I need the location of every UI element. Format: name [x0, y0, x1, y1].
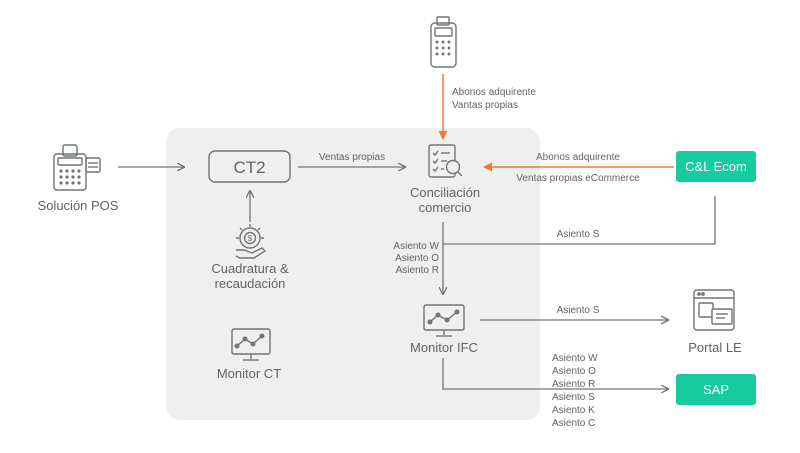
edge-label-abonos-terminal: Abonos adquirente	[452, 87, 536, 98]
cl-ecom-label: C&L Ecom	[685, 159, 747, 174]
edge-label-sap-r: Asiento R	[552, 379, 595, 390]
conciliacion-label-1: Conciliación	[410, 185, 480, 200]
edge-label-sap-o: Asiento O	[552, 366, 596, 377]
cuadratura-label-1: Cuadratura &	[211, 261, 289, 276]
monitor-ct-icon	[231, 328, 271, 361]
ct2-label: CT2	[233, 158, 265, 177]
edge-label-ventas-propias: Ventas propias	[319, 152, 385, 163]
edge-label-sap-c: Asiento C	[552, 418, 595, 429]
edge-label-asiento-w: Asiento W	[393, 241, 439, 252]
edge-label-asiento-s-ecom: Asiento S	[557, 229, 600, 240]
sap-button[interactable]	[676, 374, 756, 405]
cl-ecom-button[interactable]	[676, 151, 756, 182]
edge-label-sap-k: Asiento K	[552, 405, 595, 416]
svg-text:$: $	[248, 234, 253, 243]
system-panel	[166, 128, 540, 420]
edge-label-asiento-r: Asiento R	[396, 265, 439, 276]
document-check-icon	[428, 144, 463, 178]
pos-terminal-icon	[53, 144, 101, 191]
monitor-ct-label: Monitor CT	[217, 366, 281, 381]
portal-window-icon	[693, 289, 735, 331]
edge-label-sap-w: Asiento W	[552, 353, 598, 364]
conciliacion-label-2: comercio	[419, 200, 472, 215]
cuadratura-label-2: recaudación	[215, 276, 286, 291]
edge-label-abonos-ecom: Abonos adquirente	[536, 152, 620, 163]
card-terminal-icon	[430, 16, 457, 68]
sap-label: SAP	[703, 382, 729, 397]
ct2-box	[208, 150, 291, 183]
edge-label-vantas-propias: Vantas propias	[452, 100, 518, 111]
edge-monitor-sap	[442, 358, 668, 389]
pos-label: Solución POS	[38, 198, 119, 213]
edge-label-asiento-o: Asiento O	[395, 253, 439, 264]
edge-label-sap-s: Asiento S	[552, 392, 595, 403]
portal-le-label: Portal LE	[688, 340, 742, 355]
monitor-ifc-icon	[423, 304, 465, 337]
gear-hand-icon: $	[235, 224, 267, 259]
monitor-ifc-label: Monitor IFC	[410, 340, 478, 355]
edge-label-ventas-ecommerce: Ventas propias eCommerce	[516, 173, 640, 184]
edge-label-asiento-s-portal: Asiento S	[557, 305, 600, 316]
edge-ecom-asiento	[443, 196, 716, 245]
